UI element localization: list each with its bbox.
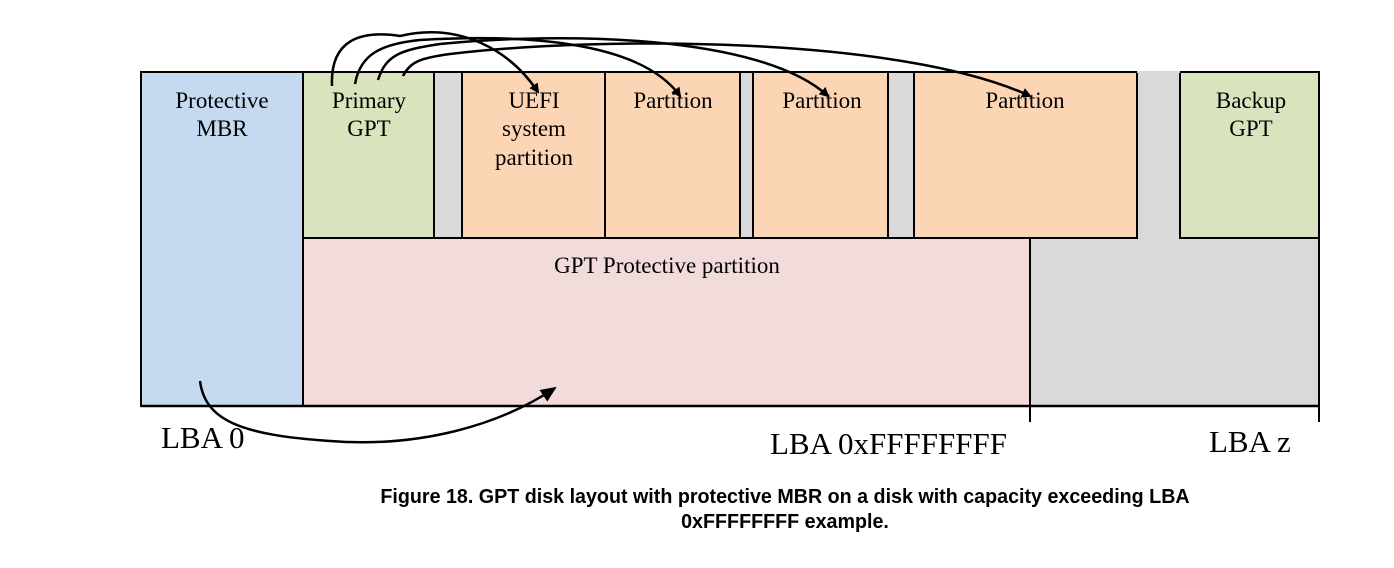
gpt-protective-partition-block <box>302 237 1031 407</box>
primary-gpt-label: Primary <box>332 88 407 113</box>
figure-caption: Figure 18. GPT disk layout with protecti… <box>223 484 1346 534</box>
free-gap <box>887 71 915 239</box>
free-gap <box>739 71 754 239</box>
gpt-protective-partition-label: GPT Protective partition <box>554 253 780 278</box>
partition-label: Partition <box>985 88 1065 113</box>
arrow-gpt-to-partition-2 <box>376 36 830 98</box>
arrow-gpt-to-partition-1 <box>353 36 682 98</box>
arrow-gpt-to-partition-3 <box>401 42 1032 98</box>
lba-end-label: LBA z <box>1209 424 1291 459</box>
backup-gpt-label: GPT <box>1229 116 1272 141</box>
uefi-partition-label: UEFI <box>508 88 559 113</box>
backup-gpt-label: Backup <box>1216 88 1286 113</box>
lba-boundary-label: LBA 0xFFFFFFFF <box>770 426 1007 461</box>
backup-gpt-block <box>1179 71 1320 239</box>
caption-line-1: Figure 18. GPT disk layout with protecti… <box>380 485 1190 508</box>
uefi-partition-label: system <box>502 116 566 141</box>
lba-start-label: LBA 0 <box>161 420 245 455</box>
primary-gpt-label: GPT <box>347 116 390 141</box>
arrow-gpt-to-uefi <box>330 31 540 94</box>
arrow-mbr-to-protective-partition <box>198 380 557 444</box>
protective-mbr-label: MBR <box>196 116 248 141</box>
free-gap <box>433 71 463 239</box>
partition-label: Partition <box>633 88 713 113</box>
protective-mbr-label: Protective <box>175 88 268 113</box>
uefi-system-partition-block <box>461 71 606 239</box>
uefi-partition-label: partition <box>495 145 573 170</box>
primary-gpt-block <box>302 71 435 239</box>
protective-mbr-block <box>140 71 304 407</box>
caption-line-2: 0xFFFFFFFF example. <box>681 510 889 533</box>
